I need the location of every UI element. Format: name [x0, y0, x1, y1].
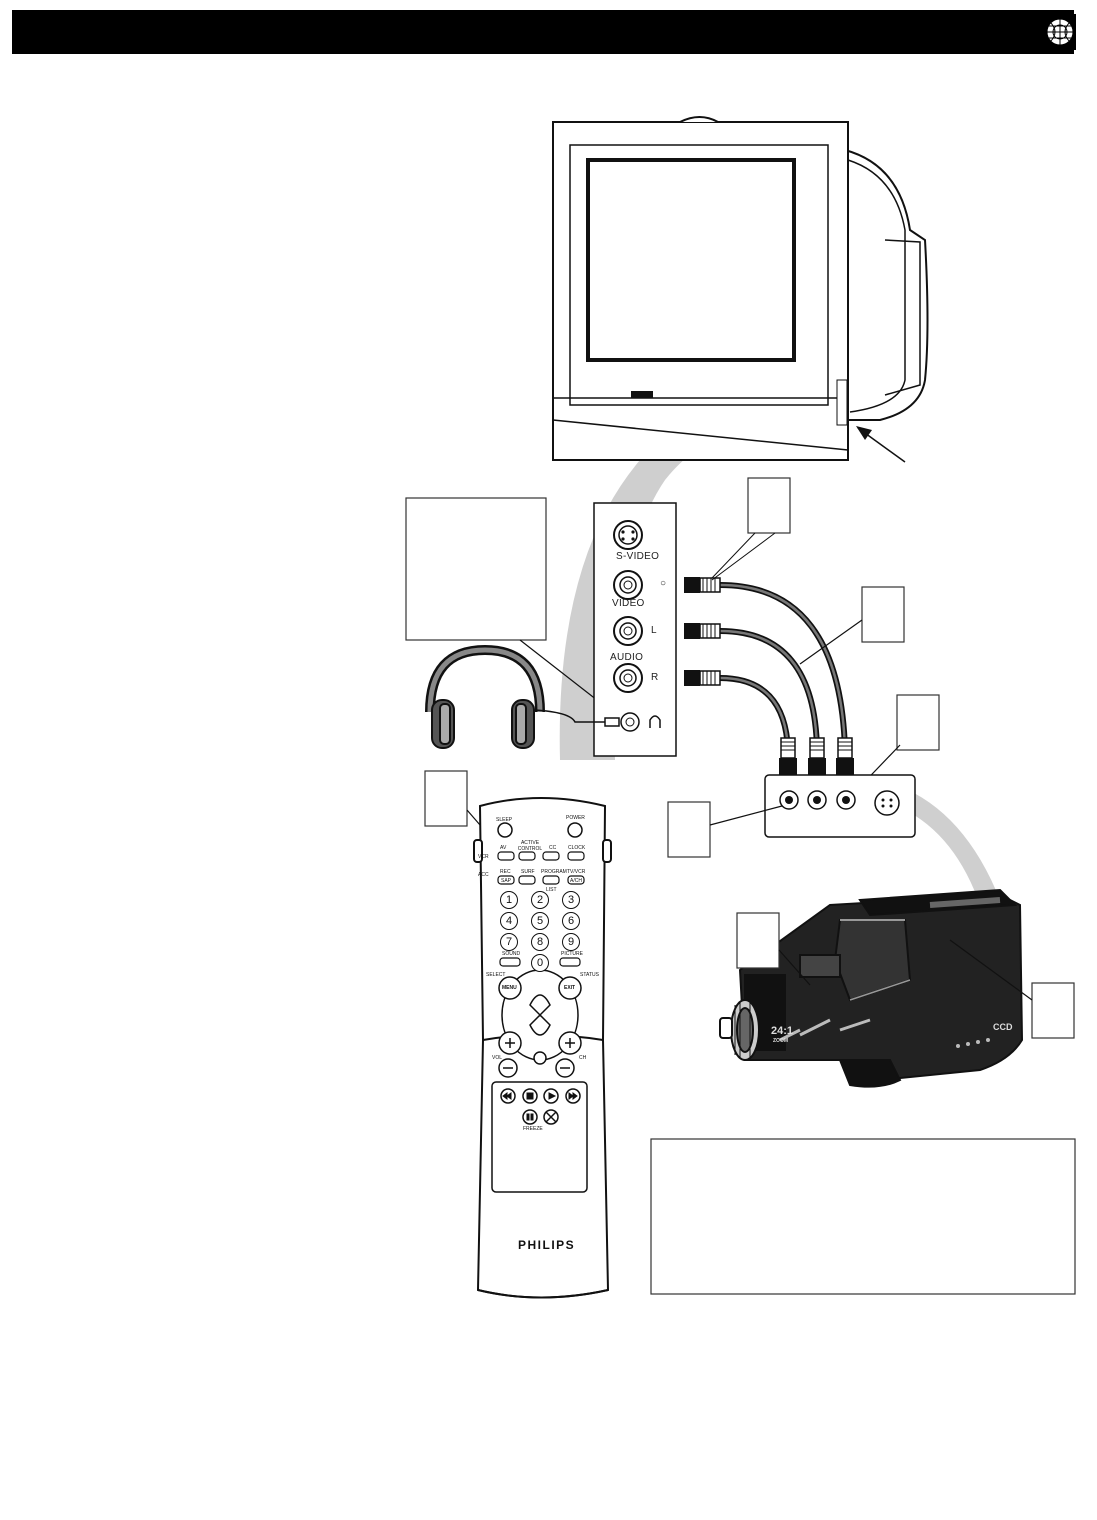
remote-exit-button[interactable]: EXIT [564, 985, 576, 991]
cam-ccd-badge: CCD [993, 1022, 1013, 1032]
remote-tvvcr-label: TV/VCR [567, 869, 586, 875]
headphone-callout-box [405, 497, 547, 641]
remote-active-control-label: ACTIVE CONTROL [517, 840, 543, 852]
remote-symbols [502, 1038, 578, 1123]
remote-acc-label: ACC [478, 872, 489, 878]
remote-vol-label: VOL [492, 1055, 503, 1061]
globe-icon [1040, 14, 1076, 50]
remote-num-2[interactable]: 2 [531, 891, 549, 909]
remote-num-9[interactable]: 9 [562, 933, 580, 951]
remote-power-label: POWER [566, 815, 585, 821]
label-right: R [651, 672, 659, 683]
cam-zoom-sub-label: ZOOM [773, 1038, 788, 1044]
callout-remote-av [424, 770, 468, 827]
remote-ach-label: A/CH [570, 878, 582, 884]
remote-num-6[interactable]: 6 [562, 912, 580, 930]
callout-cam-video [896, 694, 940, 751]
remote-surf-label: SURF [521, 869, 535, 875]
note-box [650, 1138, 1076, 1295]
television [552, 116, 929, 461]
remote-list-label: LIST [546, 887, 557, 893]
remote-av-label[interactable]: AV [500, 845, 507, 851]
remote-num-0[interactable]: 0 [531, 954, 549, 972]
remote-num-7[interactable]: 7 [500, 933, 518, 951]
remote-sap-label: SAP [501, 878, 512, 884]
remote-num-4[interactable]: 4 [500, 912, 518, 930]
remote-sound-label: SOUND [502, 951, 521, 957]
remote-menu-button[interactable]: MENU [502, 985, 517, 991]
av-cables [717, 582, 848, 753]
remote-sleep-label: SLEEP [496, 817, 513, 823]
callout-cam-right [1031, 982, 1075, 1039]
remote-program-label: PROGRAM [541, 869, 567, 875]
remote-num-3[interactable]: 3 [562, 891, 580, 909]
cam-plugs [779, 737, 854, 780]
label-video-marker: ○ [660, 578, 667, 589]
callout-cam-left [736, 912, 780, 969]
remote-freeze-label: FREEZE [523, 1126, 543, 1132]
remote-num-5[interactable]: 5 [531, 912, 549, 930]
remote-cc-label: CC [549, 845, 557, 851]
panel-plugs [684, 577, 721, 686]
tv-to-panel-swoosh [559, 397, 842, 760]
remote-clock-label: CLOCK [568, 845, 586, 851]
remote-vcr-label: VCR [478, 854, 489, 860]
cam-zoom-label: 24:1 [771, 1025, 794, 1037]
callout-video-cable [747, 477, 791, 534]
remote-select-label: SELECT [486, 972, 506, 978]
remote-num-8[interactable]: 8 [531, 933, 549, 951]
headphone-jack-icon [649, 715, 661, 728]
remote-status-label: STATUS [580, 972, 599, 978]
remote-rec-label: REC [500, 869, 511, 875]
remote-num-1[interactable]: 1 [500, 891, 518, 909]
label-svideo: S-VIDEO [616, 551, 660, 562]
remote-ch-label: CH [579, 1055, 587, 1061]
remote-brand-logo: PHILIPS [518, 1238, 576, 1252]
label-audio: AUDIO [610, 652, 644, 663]
headphones [425, 644, 620, 749]
callout-cam-audio [667, 801, 711, 858]
callout-audio-cables [861, 586, 905, 643]
header-bar [12, 10, 1074, 54]
remote-picture-label: PICTURE [561, 951, 583, 957]
label-video: VIDEO [612, 598, 645, 609]
label-left: L [651, 625, 657, 636]
